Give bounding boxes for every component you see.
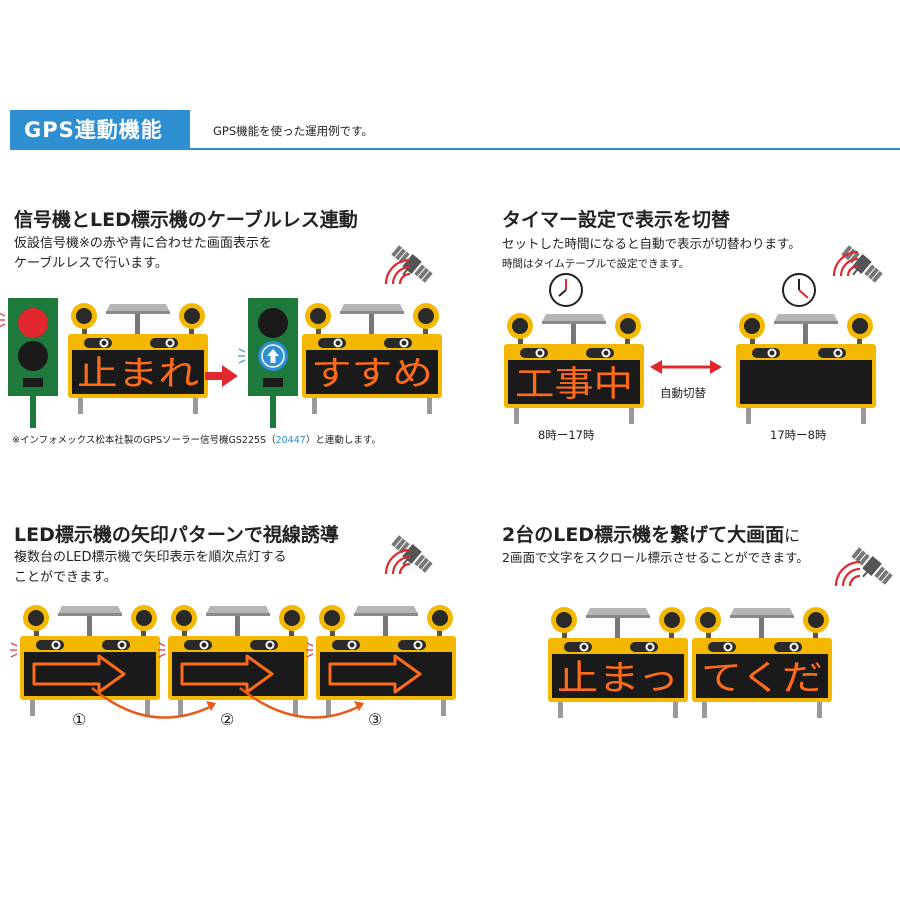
header-subtitle: GPS機能を使った運用例です。 (213, 124, 373, 138)
section4-illustration: 止まっ てくだ (548, 544, 895, 718)
section1-desc-1: 仮設信号機※の赤や青に合わせた画面表示を (14, 236, 272, 251)
section2-title: タイマー設定で表示を切替 (502, 209, 731, 231)
note-text-before: ※インフォメックス松本社製のGPSソーラー信号機GS225S（ (12, 435, 276, 446)
section3-illustration (9, 532, 456, 719)
led-board-construction: 工事中 (504, 313, 644, 424)
satellite-icon (845, 544, 895, 592)
section1-title: 信号機とLED標示機のケーブルレス連動 (14, 209, 358, 231)
section1-note: ※インフォメックス松本社製のGPSソーラー信号機GS225S（20447）と連動… (12, 432, 381, 446)
section2-desc-2: 時間はタイムテーブルで設定できます。 (502, 258, 690, 270)
section2-desc-1: セットした時間になると自動で表示が切替わります。 (502, 236, 801, 251)
board-text-right: てくだ (701, 659, 823, 699)
double-arrow-icon (650, 360, 722, 374)
traffic-light-icon (248, 298, 298, 428)
step-1: ① (72, 710, 87, 729)
signal-wave-icon (834, 560, 862, 588)
led-board-blank (736, 313, 876, 424)
led-board-go: すすめ (302, 303, 442, 414)
led-board-stop: 止まれ (68, 303, 208, 414)
board-text-left: 止まっ (557, 659, 679, 699)
clock-icon (782, 273, 816, 307)
step-3: ③ (368, 710, 383, 729)
led-board-arrow-2 (168, 605, 308, 716)
note-text-after: ）と連動します。 (305, 435, 381, 446)
product-link[interactable]: 20447 (275, 435, 306, 446)
header-divider (10, 148, 900, 150)
section1-illustration: 止まれ すすめ (0, 242, 442, 428)
board-text-construction: 工事中 (515, 365, 633, 405)
traffic-light-icon (8, 298, 58, 428)
led-board-right: てくだ (692, 607, 832, 718)
led-board-left: 止まっ (548, 607, 688, 718)
section3-desc-2: ことができます。 (14, 570, 117, 585)
section4-title-suffix: に (784, 526, 801, 545)
section4-title-main: 2台のLED標示機を繋げて大画面 (502, 524, 785, 546)
arrow-right-icon (205, 365, 238, 387)
section3-title: LED標示機の矢印パターンで視線誘導 (14, 524, 339, 546)
section3-desc-1: 複数台のLED標示機で矢印表示を順次点灯する (14, 550, 287, 565)
led-board-arrow-1 (20, 605, 160, 716)
auto-switch-label: 自動切替 (660, 386, 706, 400)
step-2: ② (220, 710, 235, 729)
led-board-arrow-3 (316, 605, 456, 716)
time-label-1: 8時ー17時 (538, 428, 595, 442)
section1-desc-2: ケーブルレスで行います。 (14, 256, 168, 271)
section4-desc: 2画面で文字をスクロール標示させることができます。 (502, 550, 809, 565)
section2-illustration: 工事中 (504, 242, 885, 424)
board-text-go: すすめ (311, 354, 433, 394)
sequence-arrow-1 (91, 687, 213, 719)
sequence-arrow-2 (239, 687, 361, 719)
section4-title: 2台のLED標示機を繋げて大画面に (502, 520, 800, 547)
clock-icon (549, 273, 583, 307)
time-label-2: 17時ー8時 (770, 428, 827, 442)
board-text-stop: 止まれ (77, 354, 199, 394)
section-header-title: GPS連動機能 (10, 110, 190, 150)
